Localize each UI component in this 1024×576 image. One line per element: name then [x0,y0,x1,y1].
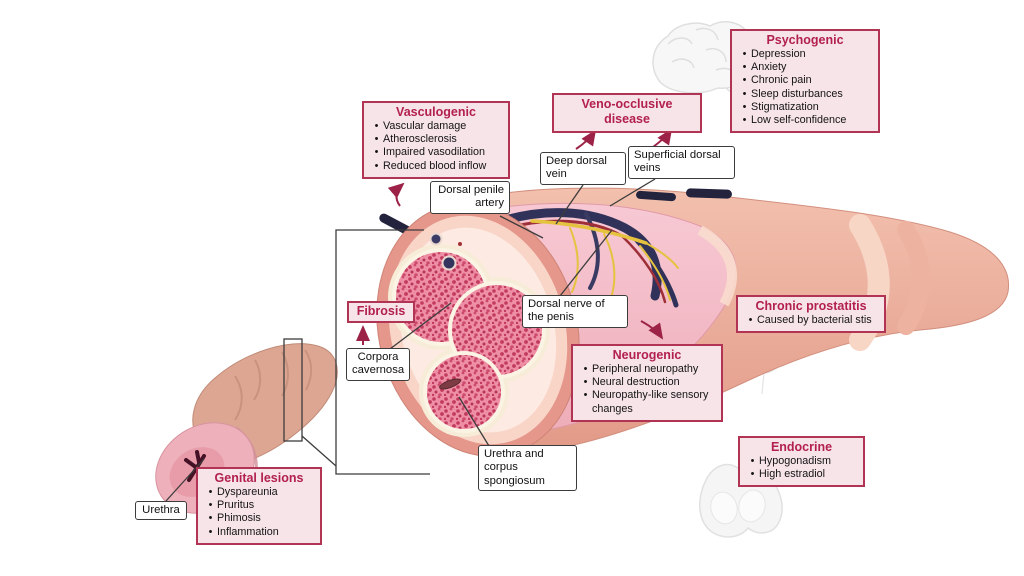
cause-item: High estradiol [746,468,857,481]
cross-section-face [376,203,580,457]
connector-lines [165,178,656,502]
cause-title: Genital lesions [214,471,304,485]
cause-item: Peripheral neuropathy [579,363,715,376]
label-urethra-corpus-spongiosum: Urethra and corpus spongiosum [478,445,577,491]
label-dorsal-nerve: Dorsal nerve of the penis [522,295,628,328]
cause-item: Impaired vasodilation [370,146,502,159]
cause-title: Fibrosis [356,304,406,318]
cause-item: Phimosis [204,512,314,525]
cause-item: Chronic pain [738,74,872,87]
cause-box-fibrosis: Fibrosis [347,301,415,323]
arrow-to-neurogenic [640,320,664,340]
corpus-spongiosum-section [423,351,505,433]
cause-item: Neural destruction [579,376,715,389]
cause-title: Chronic prostatitis [755,299,867,313]
cause-item: Neuropathy-like sensory changes [579,389,715,415]
label-deep-dorsal-vein: Deep dorsal vein [540,152,626,185]
cause-item: Depression [738,48,872,61]
label-superficial-dorsal-veins: Superficial dorsal veins [628,146,735,179]
arrow-to-vasculogenic [387,182,405,207]
cause-box-endocrine: Endocrine Hypogonadism High estradiol [738,436,865,488]
urethra-lumen [439,378,461,390]
cause-item: Pruritus [204,499,314,512]
cause-item: Dyspareunia [204,486,314,499]
section-bracket [283,229,430,475]
label-urethra: Urethra [135,501,187,521]
cause-title: Neurogenic [612,348,682,362]
cause-box-vasculogenic: Vasculogenic Vascular damage Atheroscler… [362,101,510,179]
cause-box-genital-lesions: Genital lesions Dyspareunia Pruritus Phi… [196,467,322,545]
cause-box-chronic-prostatitis: Chronic prostatitis Caused by bacterial … [736,295,886,334]
penis-shaft-illustration [376,187,1010,457]
label-dorsal-penile-artery: Dorsal penile artery [430,181,510,214]
cause-item: Caused by bacterial stis [744,314,878,327]
cause-title: Psychogenic [766,33,844,47]
cause-title: Endocrine [770,440,833,454]
arrow-deep-vein-to-veno [575,129,597,150]
cause-box-psychogenic: Psychogenic Depression Anxiety Chronic p… [730,29,880,134]
cause-box-neurogenic: Neurogenic Peripheral neuropathy Neural … [571,344,723,422]
cause-item: Stigmatization [738,101,872,114]
cause-title: Veno-occlusive disease [581,97,673,126]
cause-item: Atherosclerosis [370,133,502,146]
cause-title: Vasculogenic [396,105,476,119]
cause-item: Inflammation [204,526,314,539]
cause-item: Low self-confidence [738,114,872,127]
section-marker-rect [283,338,303,442]
cause-item: Sleep disturbances [738,88,872,101]
cause-item: Reduced blood inflow [370,160,502,173]
cause-item: Vascular damage [370,120,502,133]
label-corpora-cavernosa: Corpora cavernosa [346,348,410,381]
cause-item: Hypogonadism [746,455,857,468]
cause-item: Anxiety [738,61,872,74]
cause-box-veno-occlusive: Veno-occlusive disease [552,93,702,133]
